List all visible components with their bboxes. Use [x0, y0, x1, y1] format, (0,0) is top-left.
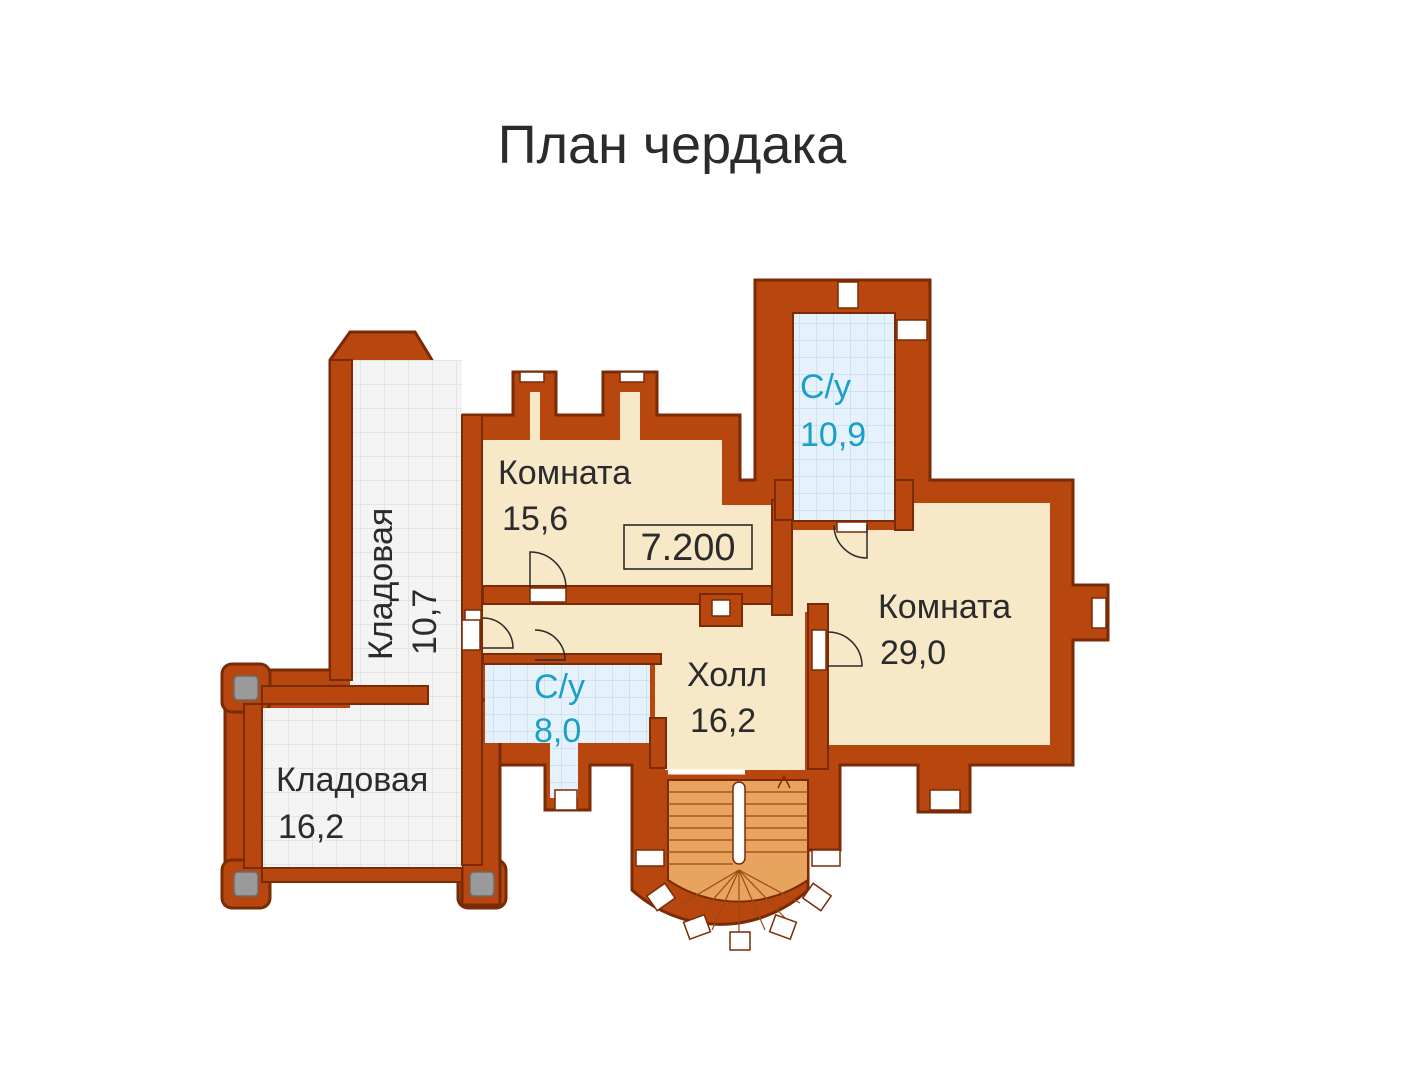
hall-area: 16,2	[690, 702, 756, 740]
level-mark-box	[623, 524, 753, 570]
room-large-floor	[792, 503, 1050, 745]
corner-posts	[233, 675, 495, 897]
bath-top-area: 10,9	[800, 416, 866, 454]
hall-floor	[483, 605, 805, 770]
bath-top-name: С/у	[800, 368, 851, 406]
bath-small-name: С/у	[534, 668, 585, 706]
room-small-floor	[483, 392, 772, 585]
bath-small-floor	[485, 665, 650, 743]
storage-bottom-area: 16,2	[278, 808, 344, 846]
room-large-area: 29,0	[880, 634, 946, 672]
level-mark: 7.200	[640, 527, 735, 569]
bath-small-area: 8,0	[534, 712, 581, 750]
storage-bottom-floor	[262, 708, 462, 868]
room-small-name: Комната	[498, 454, 631, 492]
staircase	[667, 769, 809, 935]
doors	[482, 524, 868, 667]
storage-left-name: Кладовая	[362, 508, 400, 660]
bath-top-floor	[792, 312, 896, 522]
plan-title: План чердака	[498, 115, 847, 175]
storage-left-floor	[350, 360, 462, 700]
storage-bottom-name: Кладовая	[276, 761, 428, 799]
room-small-area: 15,6	[502, 500, 568, 538]
hall-name: Холл	[687, 656, 767, 694]
storage-left-area: 10,7	[406, 589, 444, 655]
room-large-name: Комната	[878, 588, 1011, 626]
